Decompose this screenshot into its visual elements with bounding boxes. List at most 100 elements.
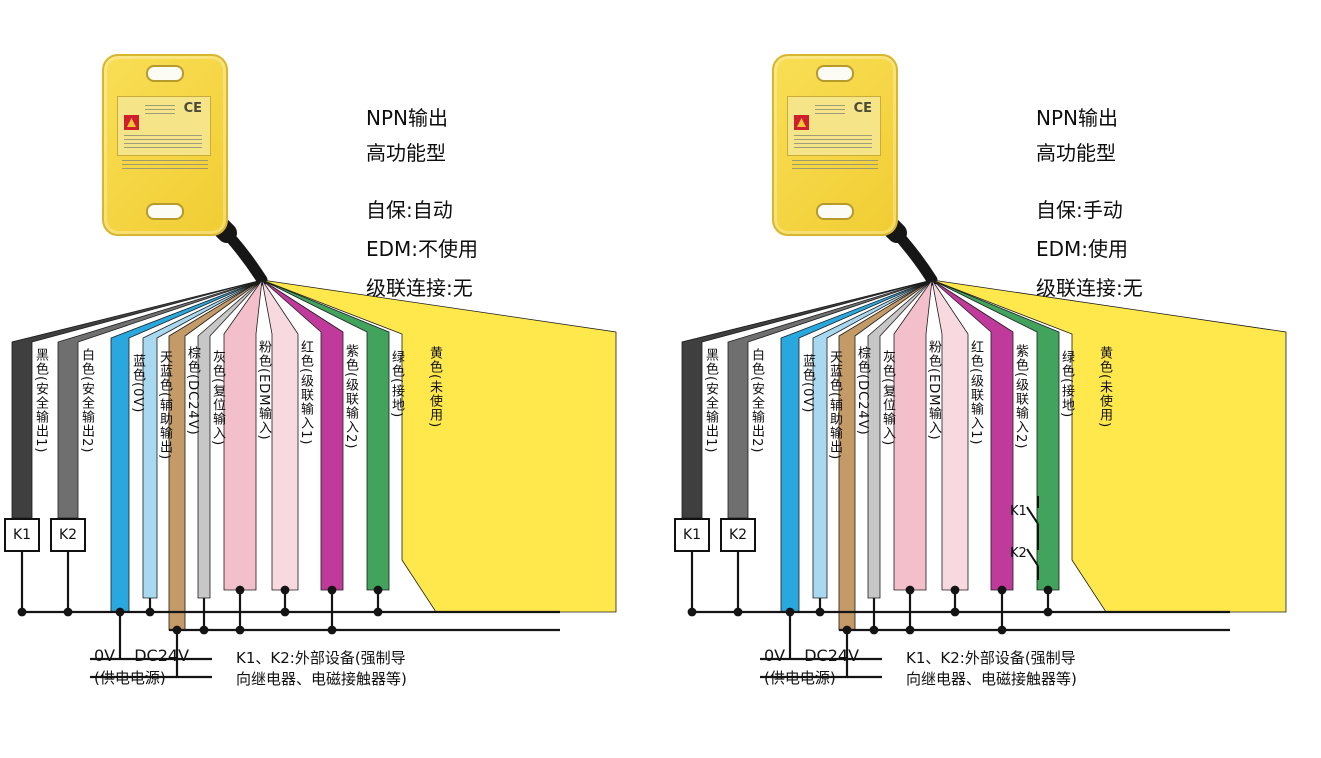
power-0v-label: 0V xyxy=(94,646,116,665)
grade-line: 高功能型 xyxy=(366,141,446,165)
cascade-line: 级联连接:无 xyxy=(1036,276,1143,300)
self-hold-line: 自保:手动 xyxy=(1036,198,1123,222)
external-device-note: K1、K2:外部设备(强制导 向继电器、电磁接触器等) xyxy=(236,648,566,690)
relay-k1-box: K1 xyxy=(4,518,40,552)
relay-contact-icon xyxy=(1026,548,1039,567)
junction-dot xyxy=(997,625,1007,635)
mode-annotation: 自保:手动 EDM:使用 级联连接:无 xyxy=(1036,194,1143,311)
junction-dot xyxy=(199,625,209,635)
power-0v-label: 0V xyxy=(764,646,786,665)
self-hold-line: 自保:自动 xyxy=(366,198,453,222)
external-device-note: K1、K2:外部设备(强制导 向继电器、电磁接触器等) xyxy=(906,648,1236,690)
edm-contact-label-k1: K1 xyxy=(1010,504,1027,519)
relay-k1-box: K1 xyxy=(674,518,710,552)
power-24v-label: DC24V xyxy=(134,646,190,665)
safety-sensor-device: CE xyxy=(772,54,898,236)
relay-contact-icon xyxy=(1026,506,1039,525)
junction-dot xyxy=(869,625,879,635)
wire-labels: 黑色(安全输出1) 白色(安全输出2) 蓝色(0V) 天蓝色(辅助输出) 棕色(DC24… xyxy=(0,0,660,758)
power-caption: (供电电源) xyxy=(764,669,836,687)
wire-label-white: 白色(安全输出2) xyxy=(79,348,94,454)
output-type-line: NPN输出 xyxy=(366,106,448,130)
power-caption: (供电电源) xyxy=(94,669,166,687)
junction-dot xyxy=(950,585,960,595)
wiring-svg xyxy=(681,203,1287,679)
cascade-line: 级联连接:无 xyxy=(366,276,473,300)
junction-dot xyxy=(63,607,73,617)
junction-dot xyxy=(373,585,383,595)
wire-label-green: 绿色(接地) xyxy=(389,350,404,419)
mode-annotation: 自保:自动 EDM:不使用 级联连接:无 xyxy=(366,194,478,311)
junction-dot xyxy=(905,585,915,595)
edm-line: EDM:使用 xyxy=(1036,237,1129,261)
output-type-annotation: NPN输出 高功能型 xyxy=(366,102,448,172)
output-type-line: NPN输出 xyxy=(1036,106,1118,130)
note-line-2: 向继电器、电磁接触器等) xyxy=(236,670,407,688)
junction-dot xyxy=(235,625,245,635)
power-supply-labels: 0V DC24V (供电电源) xyxy=(94,646,203,688)
fine-print xyxy=(792,160,878,170)
wire-label-black: 黑色(安全输出1) xyxy=(33,348,48,454)
wire-label-gray: 灰色(复位输入) xyxy=(210,350,225,447)
fine-print xyxy=(794,135,872,149)
note-line-2: 向继电器、电磁接触器等) xyxy=(906,670,1077,688)
wire-label-blue: 蓝色(0V) xyxy=(130,354,145,414)
junction-dot xyxy=(17,607,27,617)
output-type-annotation: NPN输出 高功能型 xyxy=(1036,102,1118,172)
brand-logo-icon xyxy=(124,115,139,130)
wire-label-blue: 蓝色(0V) xyxy=(800,354,815,414)
wire-label-brown: 棕色(DC24V) xyxy=(185,346,200,436)
junction-dot xyxy=(1043,607,1053,617)
junction-dot xyxy=(235,585,245,595)
junction-dot xyxy=(280,607,290,617)
junction-dot xyxy=(905,625,915,635)
power-supply-labels: 0V DC24V (供电电源) xyxy=(764,646,873,688)
ce-mark: CE xyxy=(853,101,872,116)
wire-label-black: 黑色(安全输出1) xyxy=(703,348,718,454)
relay-k2-box: K2 xyxy=(720,518,756,552)
wiring-svg xyxy=(11,203,617,679)
wire-labels: 黑色(安全输出1) 白色(安全输出2) 蓝色(0V) 天蓝色(辅助输出) 棕色(DC24… xyxy=(670,0,1321,758)
power-24v-label: DC24V xyxy=(804,646,860,665)
wire-label-brown: 棕色(DC24V) xyxy=(855,346,870,436)
wire-label-pink: 粉色(EDM输入) xyxy=(256,340,271,441)
fine-print xyxy=(122,160,208,170)
wire-label-sky-blue: 天蓝色(辅助输出) xyxy=(157,350,172,461)
device-label: CE xyxy=(117,96,211,156)
mounting-hole-top xyxy=(146,65,184,82)
fine-print xyxy=(815,105,845,117)
mounting-hole-top xyxy=(816,65,854,82)
note-line-1: K1、K2:外部设备(强制导 xyxy=(906,649,1076,667)
junction-dot xyxy=(280,585,290,595)
junction-dot xyxy=(950,607,960,617)
fine-print xyxy=(145,105,175,117)
safety-sensor-device: CE xyxy=(102,54,228,236)
junction-dot xyxy=(733,607,743,617)
junction-dot xyxy=(997,585,1007,595)
junction-dot xyxy=(842,625,852,635)
wire-label-gray: 灰色(复位输入) xyxy=(880,350,895,447)
wire-label-sky-blue: 天蓝色(辅助输出) xyxy=(827,350,842,461)
wire-label-yellow: 黄色(未使用) xyxy=(427,346,442,429)
wire-label-white: 白色(安全输出2) xyxy=(749,348,764,454)
junction-dot xyxy=(115,607,125,617)
note-line-1: K1、K2:外部设备(强制导 xyxy=(236,649,406,667)
junction-dot xyxy=(687,607,697,617)
junction-dot xyxy=(785,607,795,617)
junction-dot xyxy=(172,625,182,635)
brand-logo-icon xyxy=(794,115,809,130)
wire-label-magenta: 紫色(级联输入2) xyxy=(343,344,358,450)
fine-print xyxy=(124,135,202,149)
grade-line: 高功能型 xyxy=(1036,141,1116,165)
edm-line: EDM:不使用 xyxy=(366,237,479,261)
mounting-hole-bottom xyxy=(816,203,854,220)
wire-label-green: 绿色(接地) xyxy=(1059,350,1074,419)
diagram-panel-right: CE NPN输出 高功能型 自保:手动 EDM:使用 级联连接:无 K1 K2 … xyxy=(670,0,1321,758)
wire-label-light-pink: 红色(级联输入1) xyxy=(968,340,983,446)
wire-label-pink: 粉色(EDM输入) xyxy=(926,340,941,441)
relay-k2-box: K2 xyxy=(50,518,86,552)
diagram-panel-left: CE NPN输出 高功能型 自保:自动 EDM:不使用 级联连接:无 K1 K2… xyxy=(0,0,660,758)
junction-dot xyxy=(1043,585,1053,595)
wire-label-light-pink: 红色(级联输入1) xyxy=(298,340,313,446)
wire-label-yellow: 黄色(未使用) xyxy=(1097,346,1112,429)
